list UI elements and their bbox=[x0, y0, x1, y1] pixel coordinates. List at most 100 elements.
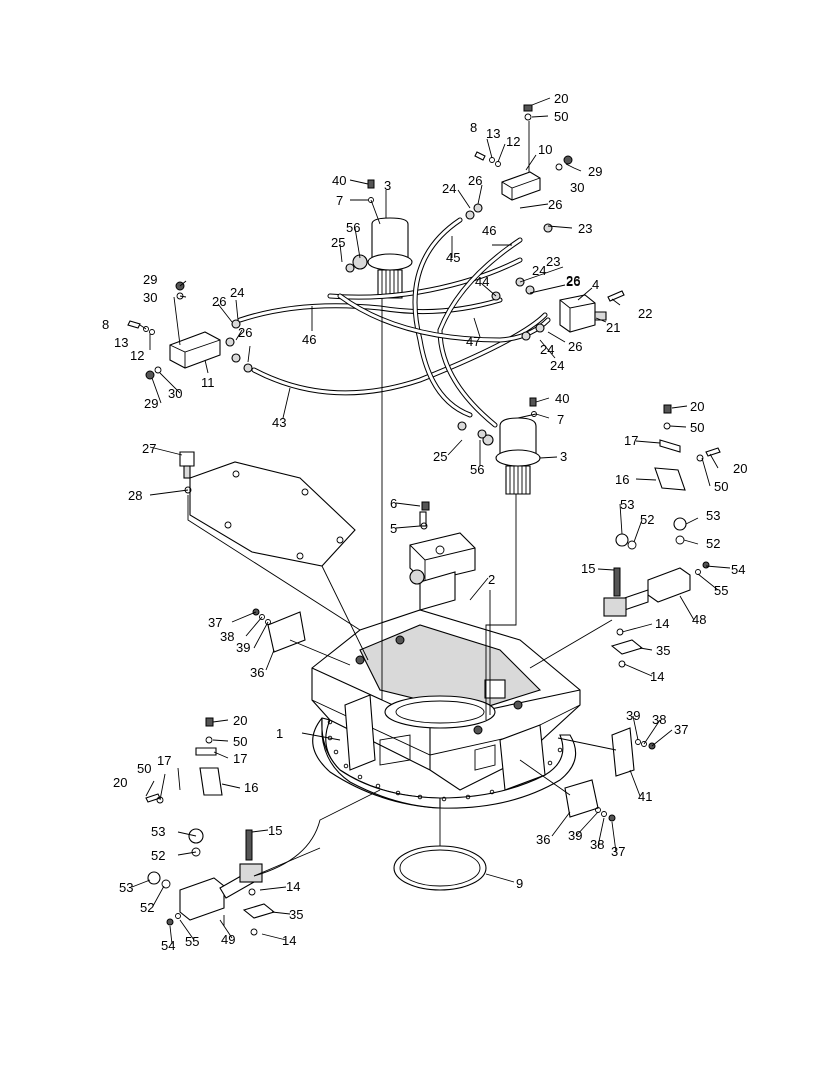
bracket-16-left bbox=[195, 747, 223, 796]
callout-label: 40 bbox=[332, 173, 346, 188]
callout-label: 53 bbox=[620, 497, 634, 512]
callout-label: 8 bbox=[102, 317, 109, 332]
callout-label: 49 bbox=[221, 932, 235, 947]
callout-label: 24 bbox=[532, 263, 546, 278]
callout-label: 30 bbox=[143, 290, 157, 305]
callout-label: 14 bbox=[282, 933, 296, 948]
callout-label: 53 bbox=[151, 824, 165, 839]
callout-label: 54 bbox=[161, 938, 175, 953]
callout-label: 20 bbox=[233, 713, 247, 728]
callout-label: 38 bbox=[220, 629, 234, 644]
callout-label: 26 bbox=[566, 273, 580, 288]
cover-plate-lower bbox=[564, 779, 599, 818]
callout-label: 14 bbox=[655, 616, 669, 631]
callout-label: 9 bbox=[516, 876, 523, 891]
gear-motor-top bbox=[345, 217, 413, 299]
callout-label: 11 bbox=[201, 375, 215, 390]
callout-label: 22 bbox=[638, 306, 652, 321]
callout-label: 37 bbox=[674, 722, 688, 737]
callout-label: 26 bbox=[212, 294, 226, 309]
callout-label: 39 bbox=[626, 708, 640, 723]
callout-label: 52 bbox=[640, 512, 654, 527]
callout-label: 23 bbox=[578, 221, 592, 236]
leader-lines bbox=[131, 97, 731, 945]
callout-label: 7 bbox=[336, 193, 343, 208]
callout-label: 1 bbox=[276, 726, 283, 741]
callout-label: 43 bbox=[272, 415, 286, 430]
cylinder-48 bbox=[603, 567, 691, 655]
cylinder-49 bbox=[179, 863, 276, 921]
cover-plate-upper bbox=[267, 611, 306, 653]
callout-label: 53 bbox=[706, 508, 720, 523]
callout-label: 46 bbox=[482, 223, 496, 238]
callout-label: 48 bbox=[692, 612, 706, 627]
callout-label: 27 bbox=[142, 441, 156, 456]
valve-block-4 bbox=[559, 294, 607, 333]
callout-label: 17 bbox=[624, 433, 638, 448]
callout-label: 50 bbox=[714, 479, 728, 494]
gasket bbox=[179, 451, 356, 567]
callout-label: 50 bbox=[137, 761, 151, 776]
callout-label: 13 bbox=[486, 126, 500, 141]
callout-label: 46 bbox=[302, 332, 316, 347]
callout-label: 23 bbox=[546, 254, 560, 269]
reference-lines bbox=[187, 298, 617, 877]
callout-label: 12 bbox=[130, 348, 144, 363]
callout-label: 20 bbox=[733, 461, 747, 476]
callout-label: 10 bbox=[538, 142, 552, 157]
callout-label: 26 bbox=[548, 197, 562, 212]
callout-label: 50 bbox=[690, 420, 704, 435]
callout-label: 16 bbox=[615, 472, 629, 487]
callout-label: 24 bbox=[442, 181, 456, 196]
callout-labels: 20 50 8 13 12 10 29 30 40 3 7 24 26 26 2… bbox=[102, 91, 747, 953]
callout-label: 53 bbox=[119, 880, 133, 895]
callout-label: 24 bbox=[550, 358, 564, 373]
callout-label: 55 bbox=[185, 934, 199, 949]
callout-label: 26 bbox=[566, 274, 580, 289]
hoses bbox=[237, 217, 551, 428]
callout-label: 52 bbox=[140, 900, 154, 915]
callout-label: 12 bbox=[506, 134, 520, 149]
callout-label: 55 bbox=[714, 583, 728, 598]
valve-block-10 bbox=[501, 171, 541, 201]
callout-label: 15 bbox=[268, 823, 282, 838]
callout-label: 20 bbox=[554, 91, 568, 106]
callout-label: 50 bbox=[554, 109, 568, 124]
valve-block-11 bbox=[169, 331, 221, 369]
ring-seal bbox=[393, 845, 487, 891]
callout-label: 38 bbox=[652, 712, 666, 727]
callout-label: 30 bbox=[570, 180, 584, 195]
callout-label: 39 bbox=[236, 640, 250, 655]
callout-label: 35 bbox=[289, 907, 303, 922]
callout-label: 41 bbox=[638, 789, 652, 804]
callout-label: 21 bbox=[606, 320, 620, 335]
callout-label: 26 bbox=[238, 325, 252, 340]
callout-label: 50 bbox=[233, 734, 247, 749]
callout-label: 5 bbox=[390, 521, 397, 536]
pump-assembly bbox=[409, 511, 476, 611]
callout-label: 36 bbox=[536, 832, 550, 847]
callout-label: 56 bbox=[346, 220, 360, 235]
callout-label: 45 bbox=[446, 250, 460, 265]
callout-label: 25 bbox=[331, 235, 345, 250]
callout-label: 36 bbox=[250, 665, 264, 680]
callout-label: 52 bbox=[706, 536, 720, 551]
callout-label: 29 bbox=[143, 272, 157, 287]
callout-label: 54 bbox=[731, 562, 745, 577]
callout-label: 37 bbox=[611, 844, 625, 859]
callout-label: 6 bbox=[390, 496, 397, 511]
callout-label: 56 bbox=[470, 462, 484, 477]
gasket-41 bbox=[611, 727, 635, 777]
callout-label: 7 bbox=[557, 412, 564, 427]
callout-label: 16 bbox=[244, 780, 258, 795]
callout-label: 13 bbox=[114, 335, 128, 350]
callout-label: 2 bbox=[488, 572, 495, 587]
callout-label: 47 bbox=[466, 334, 480, 349]
callout-label: 26 bbox=[468, 173, 482, 188]
callout-label: 14 bbox=[650, 669, 664, 684]
callout-label: 24 bbox=[230, 285, 244, 300]
parts-drawing bbox=[127, 97, 731, 945]
callout-label: 3 bbox=[560, 449, 567, 464]
callout-label: 26 bbox=[568, 339, 582, 354]
